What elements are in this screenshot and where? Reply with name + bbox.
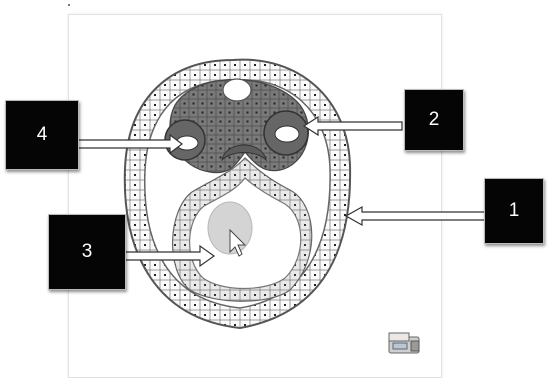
cursor-icon [229,228,247,257]
label-2-text: 2 [428,109,440,130]
label-3: 3 [48,214,126,290]
arrow-icon-1 [344,205,487,227]
label-1-text: 1 [508,200,520,221]
label-2: 2 [404,89,464,151]
arrow-icon-4 [75,133,183,155]
arrow-icon-3 [123,244,216,268]
corner-mark [68,4,70,6]
label-3-text: 3 [81,241,93,262]
upper-lumen [222,78,252,102]
label-4-text: 4 [36,124,48,145]
central-fold [221,144,267,162]
label-1: 1 [484,178,544,244]
arrow-icon-2 [302,115,403,137]
right-ring-lumen [274,125,300,143]
label-4: 4 [5,100,79,170]
projector-icon [388,332,420,354]
